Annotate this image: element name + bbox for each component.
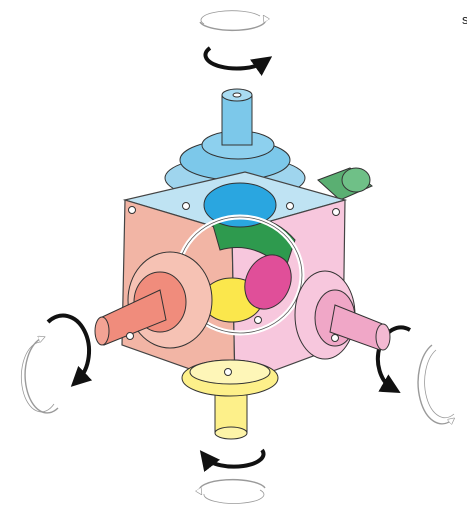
ghost-rotation-arrow-icon-right: [418, 345, 454, 424]
ghost-rotation-arrow-icon-left: [21, 338, 58, 413]
ghost-rotation-arrow-icon-bottom: [199, 480, 265, 504]
rotation-arrow-icon-top: [205, 48, 264, 69]
ghost-rotation-arrow-icon-top: [200, 11, 266, 31]
rotation-arrow-icon-left: [48, 316, 89, 380]
right-shaft: [295, 271, 390, 359]
corner-label: s: [462, 12, 467, 27]
rotation-arrow-icon-bottom: [206, 450, 264, 467]
left-shaft: [95, 252, 212, 348]
